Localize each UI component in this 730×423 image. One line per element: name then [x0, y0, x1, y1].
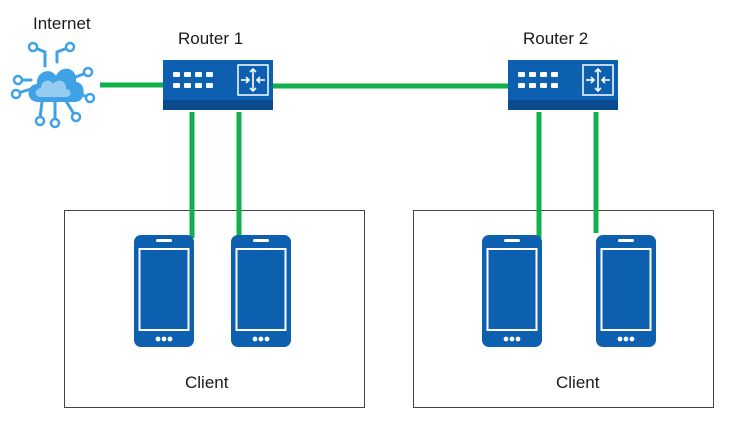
router-icon	[508, 60, 618, 110]
router-icon	[163, 60, 273, 110]
client-group-frame-2	[413, 210, 714, 408]
smartphone-icon	[482, 235, 542, 347]
client-group-frame-1	[64, 210, 365, 408]
internet-label: Internet	[33, 14, 91, 33]
network-links	[100, 82, 599, 238]
cloud-network-icon	[10, 41, 96, 129]
router-2-label: Router 2	[523, 29, 589, 48]
smartphone-icon	[231, 235, 291, 347]
smartphone-icon	[596, 235, 656, 347]
smartphone-icon	[134, 235, 194, 347]
client-group-2-label: Client	[556, 373, 600, 392]
router-1-label: Router 1	[178, 29, 244, 48]
client-group-1-label: Client	[185, 373, 229, 392]
